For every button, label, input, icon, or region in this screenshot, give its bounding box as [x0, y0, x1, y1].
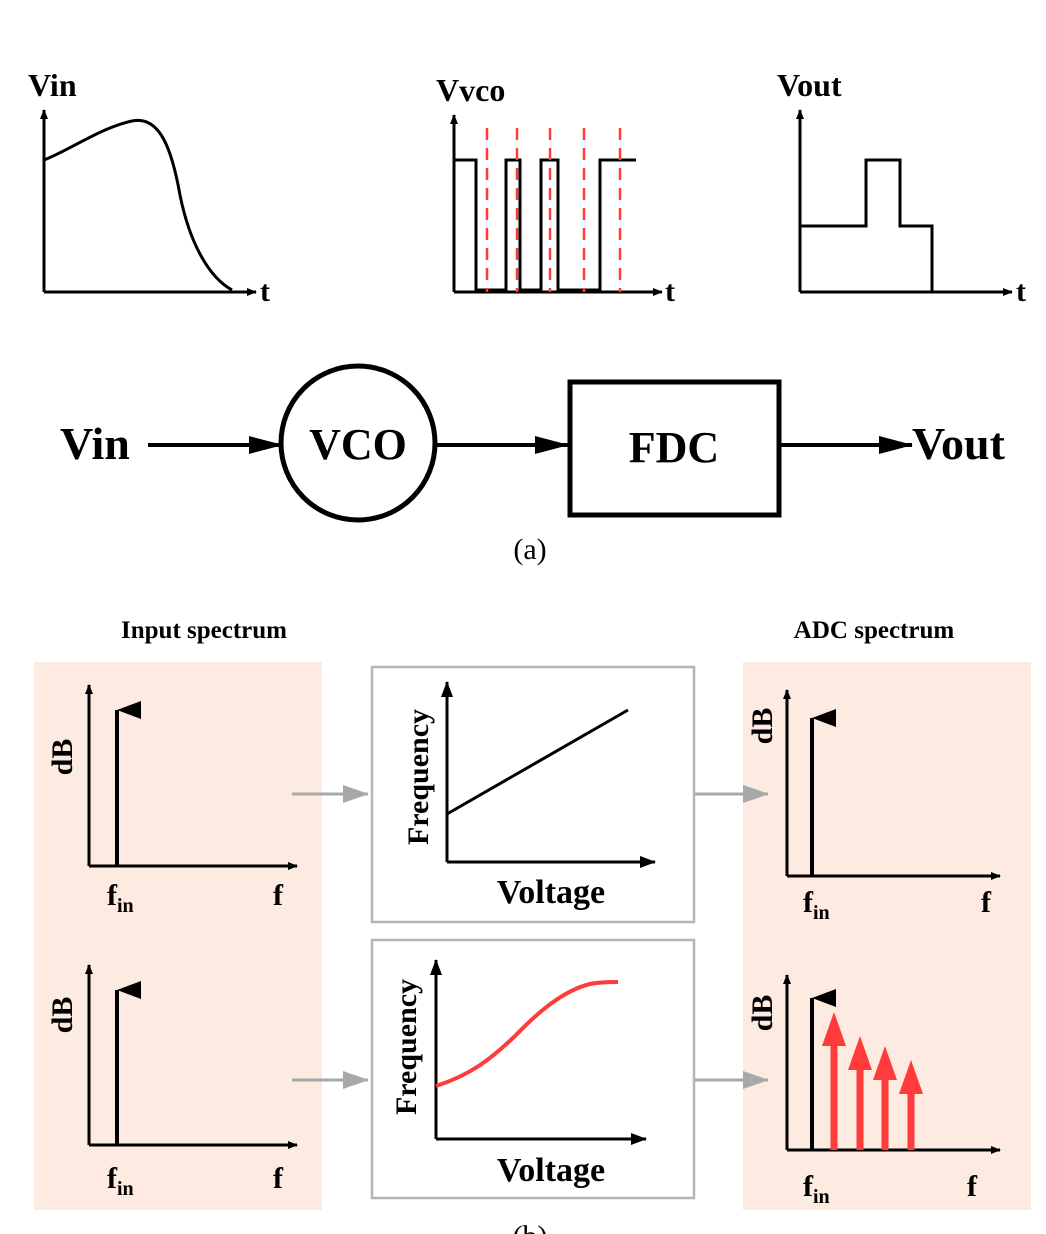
- vco-block: [278, 363, 438, 523]
- vin-plot-ylabel: Vin: [28, 67, 77, 103]
- vout-staircase: [800, 158, 1000, 294]
- caption-a: (a): [513, 533, 546, 566]
- spectrum-ylabel: dB: [46, 997, 79, 1034]
- nonlinear-transfer-curve: [435, 980, 619, 1088]
- spectrum-xlabel: f: [981, 886, 992, 919]
- tone-label: fin: [803, 1170, 830, 1208]
- adc-spectrum-top: dB fin f: [746, 689, 1001, 924]
- spectrum-xlabel: f: [273, 1162, 284, 1195]
- chain-input-label: Vin: [60, 418, 130, 469]
- vco-label: VCO: [309, 420, 407, 469]
- signal-chain: Vin VCO FDC Vout: [60, 363, 1006, 523]
- transfer-ylabel: Frequency: [402, 709, 435, 845]
- harmonic-tones: [822, 1012, 923, 1150]
- transfer-xlabel: Voltage: [497, 874, 605, 911]
- vvco-plot-ylabel: Vvco: [436, 72, 505, 108]
- vco-transfer-linear: Frequency Voltage: [370, 665, 696, 924]
- plot-vout: Vout t: [777, 67, 1026, 308]
- spectrum-ylabel: dB: [746, 995, 779, 1032]
- vout-plot-ylabel: Vout: [777, 67, 842, 103]
- tone-label: fin: [107, 879, 134, 917]
- spectrum-ylabel: dB: [746, 708, 779, 745]
- plot-vin: Vin t: [28, 67, 270, 308]
- spectrum-xlabel: f: [273, 879, 284, 912]
- vvco-square-wave: [454, 158, 636, 292]
- spectrum-xlabel: f: [967, 1170, 978, 1203]
- tone-label: fin: [803, 886, 830, 924]
- vvco-sampling-lines: [485, 128, 622, 292]
- transfer-ylabel: Frequency: [390, 979, 423, 1115]
- vout-plot-xlabel: t: [1016, 275, 1026, 308]
- harmonic-tone-head: [822, 1012, 846, 1046]
- chain-output-label: Vout: [912, 418, 1006, 469]
- adc-spectrum-bottom: dB fin f: [746, 974, 1001, 1208]
- harmonic-tone-head: [899, 1060, 923, 1094]
- caption-b: (b): [513, 1220, 548, 1234]
- transfer-box: [370, 665, 696, 924]
- fdc-label: FDC: [629, 423, 719, 472]
- input-spectrum-panel: [34, 662, 322, 1210]
- vco-transfer-nonlinear: Frequency Voltage: [370, 938, 696, 1200]
- harmonic-tone-head: [873, 1046, 897, 1080]
- tone-label: fin: [107, 1162, 134, 1200]
- input-spectrum-heading: Input spectrum: [121, 617, 287, 644]
- adc-spectrum-heading: ADC spectrum: [794, 617, 955, 644]
- spectrum-ylabel: dB: [46, 739, 79, 776]
- vvco-plot-xlabel: t: [665, 275, 675, 308]
- vin-waveform: [43, 118, 233, 292]
- fdc-block: [567, 379, 782, 518]
- input-spectrum-top: dB fin f: [46, 684, 298, 917]
- harmonic-tone-head: [848, 1036, 872, 1070]
- transfer-box: [370, 938, 696, 1200]
- transfer-xlabel: Voltage: [497, 1152, 605, 1189]
- vin-plot-xlabel: t: [260, 275, 270, 308]
- linear-transfer-curve: [446, 708, 629, 816]
- input-spectrum-bottom: dB fin f: [46, 964, 298, 1200]
- plot-vvco: Vvco t: [436, 72, 675, 308]
